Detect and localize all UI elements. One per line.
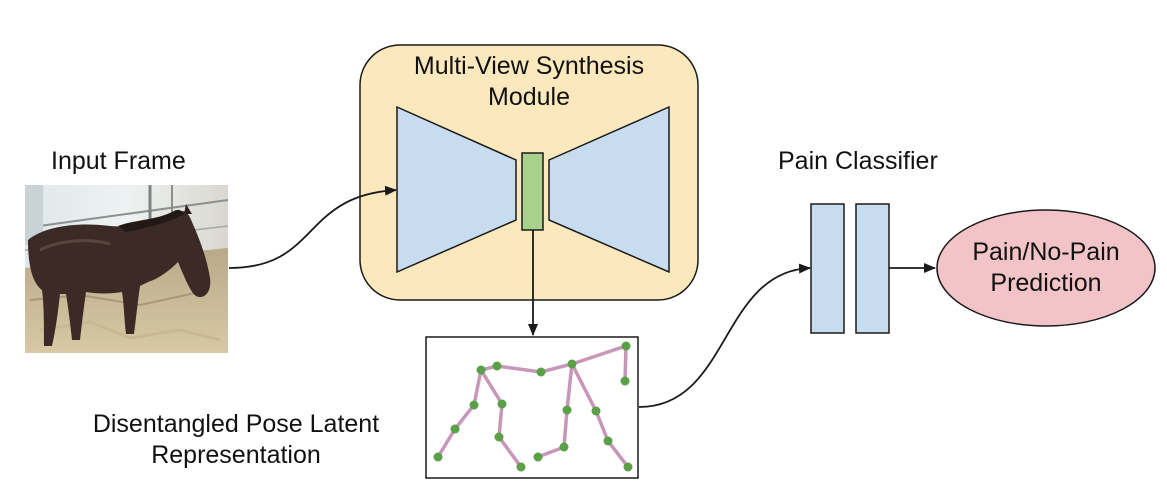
pose-latent-label: Disentangled Pose Latent Representation	[60, 409, 412, 471]
arrow-input-to-module	[228, 185, 397, 269]
pose-latent-image	[425, 336, 639, 479]
bottleneck-shape	[521, 152, 544, 231]
pose-latent-label-line1: Disentangled Pose Latent	[92, 410, 380, 438]
input-frame-label: Input Frame	[51, 147, 186, 175]
synthesis-module-title-line1: Multi-View Synthesis	[413, 52, 645, 80]
prediction-ellipse	[936, 209, 1156, 327]
pose-latent-label-line2: Representation	[151, 441, 321, 469]
encoder-shape	[396, 105, 517, 274]
prediction-label: Pain/No-Pain Prediction	[937, 237, 1155, 299]
arrow-latent-to-classifier	[638, 263, 811, 408]
pain-classifier-label: Pain Classifier	[778, 147, 938, 175]
prediction-label-line2: Prediction	[990, 269, 1102, 297]
synthesis-module-title-line2: Module	[488, 83, 570, 111]
prediction-label-line1: Pain/No-Pain	[972, 238, 1120, 266]
classifier-layer-2	[855, 203, 890, 334]
synthesis-module-title: Multi-View Synthesis Module	[360, 51, 698, 113]
decoder-shape	[548, 105, 670, 274]
input-frame-image	[24, 185, 229, 353]
classifier-layer-1	[810, 203, 845, 334]
